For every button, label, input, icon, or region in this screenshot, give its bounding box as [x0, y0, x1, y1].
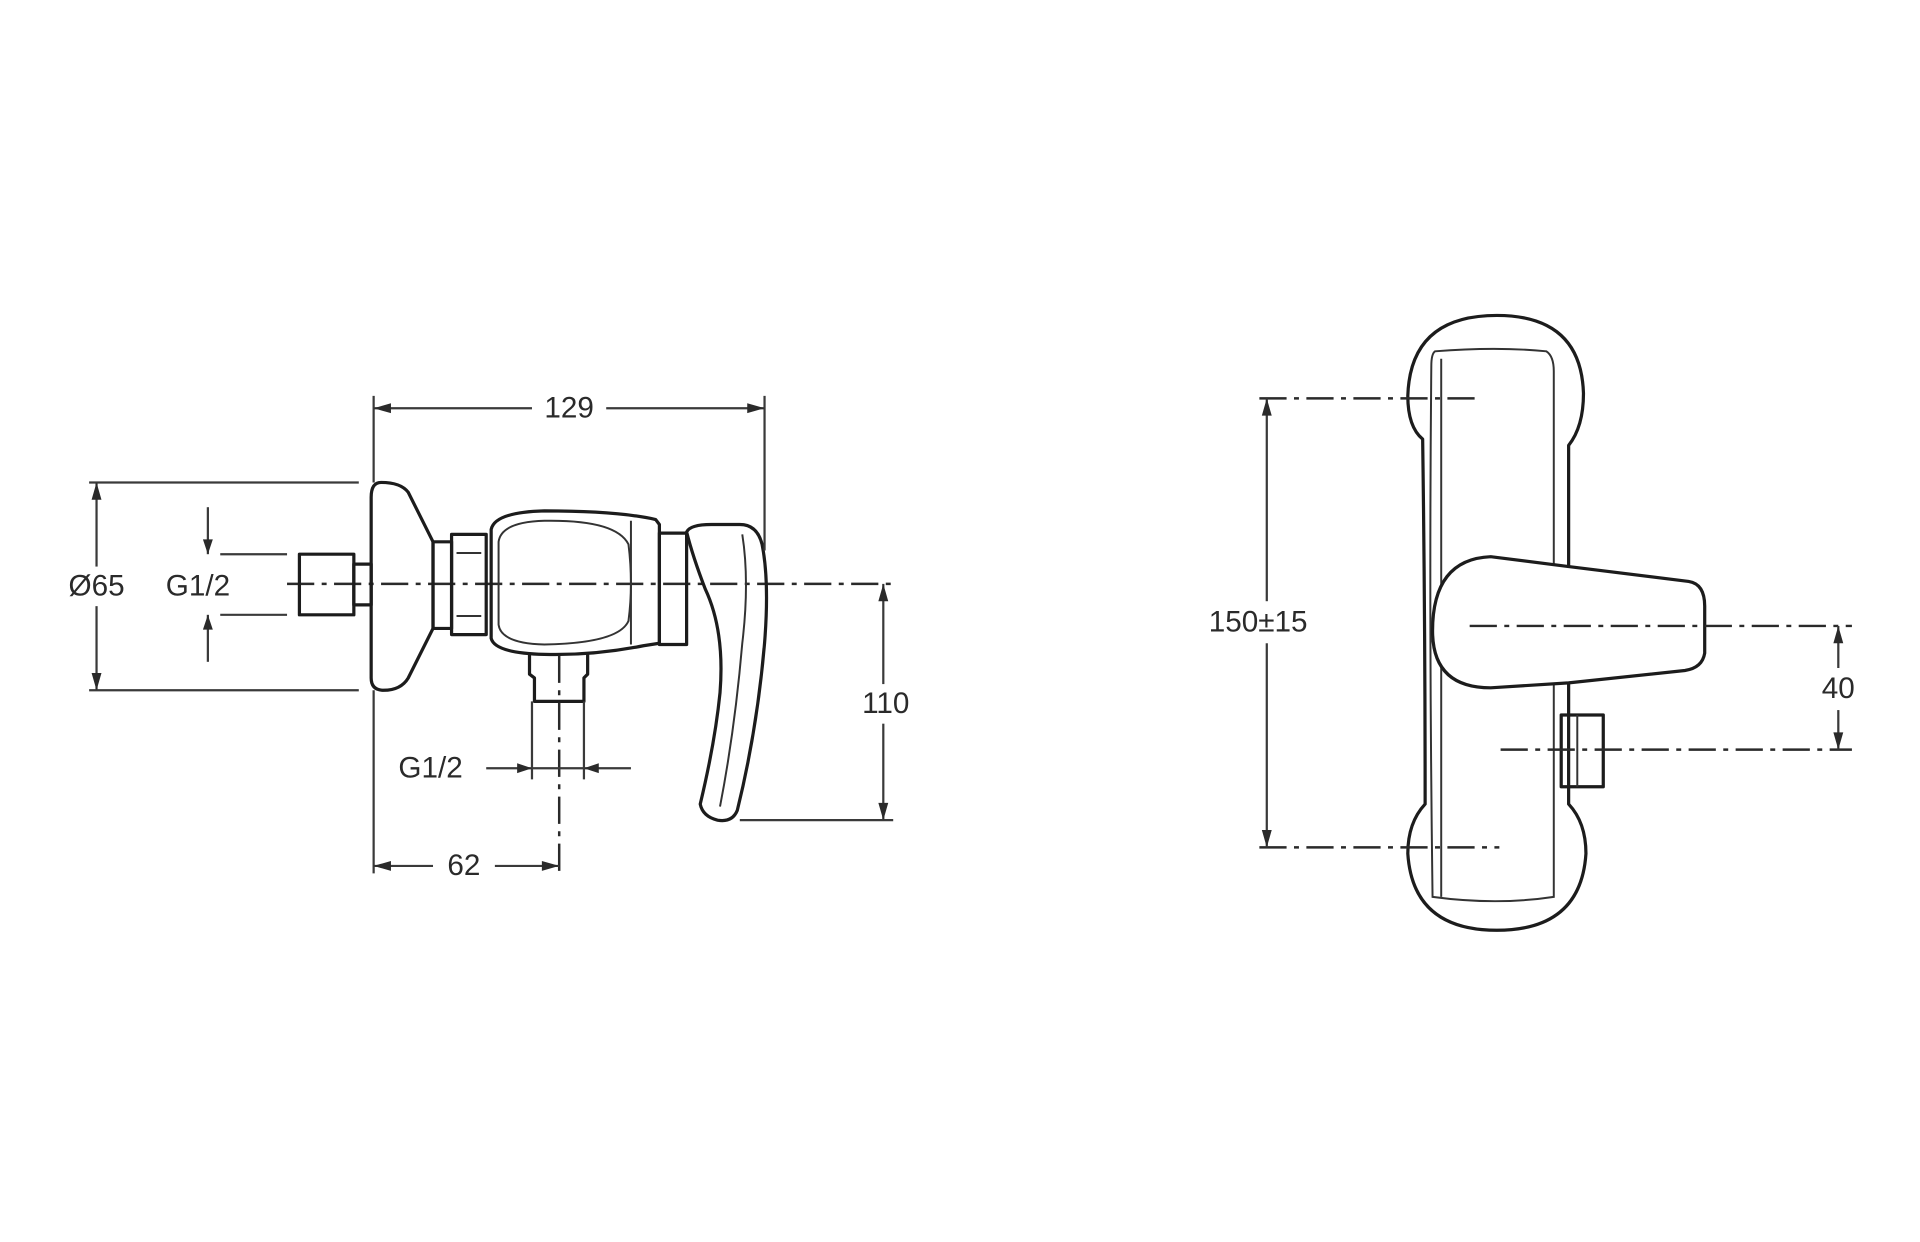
mixer-body-front: [1406, 313, 1588, 932]
hex-nut: [449, 532, 488, 637]
label-bg: [1813, 668, 1864, 711]
body-inner-face: [497, 519, 632, 646]
label-bg: [531, 390, 607, 426]
dim-label-outlet-thread: G1/2: [398, 751, 462, 784]
dim-label-inlet-thread: G1/2: [166, 569, 230, 602]
dim-label-length: 129: [544, 391, 594, 424]
dim-label-diameter: Ø65: [68, 569, 124, 602]
label-bg: [853, 684, 918, 724]
dim-label-fixing-distance: 150±15: [1209, 605, 1308, 638]
body-inner-panel: [1429, 347, 1555, 903]
dim-label-lever-drop: 110: [862, 687, 909, 720]
lever-collar: [657, 531, 689, 647]
handle-front: [1430, 555, 1707, 690]
label-bg: [59, 566, 137, 607]
dim-label-outlet-offset: 62: [447, 849, 480, 882]
side-view: 129 Ø65 G1/2 G1/2 62 110: [59, 390, 918, 884]
outlet-stub: [527, 653, 590, 704]
wall-flange: [369, 480, 435, 692]
front-view: 150±15 40: [1199, 313, 1864, 932]
label-bg: [1199, 601, 1314, 644]
lever-edge: [719, 534, 747, 807]
label-bg: [154, 569, 244, 607]
lever-handle: [685, 522, 769, 823]
dim-label-outlet-offset-front: 40: [1822, 672, 1855, 705]
label-bg: [433, 848, 495, 884]
